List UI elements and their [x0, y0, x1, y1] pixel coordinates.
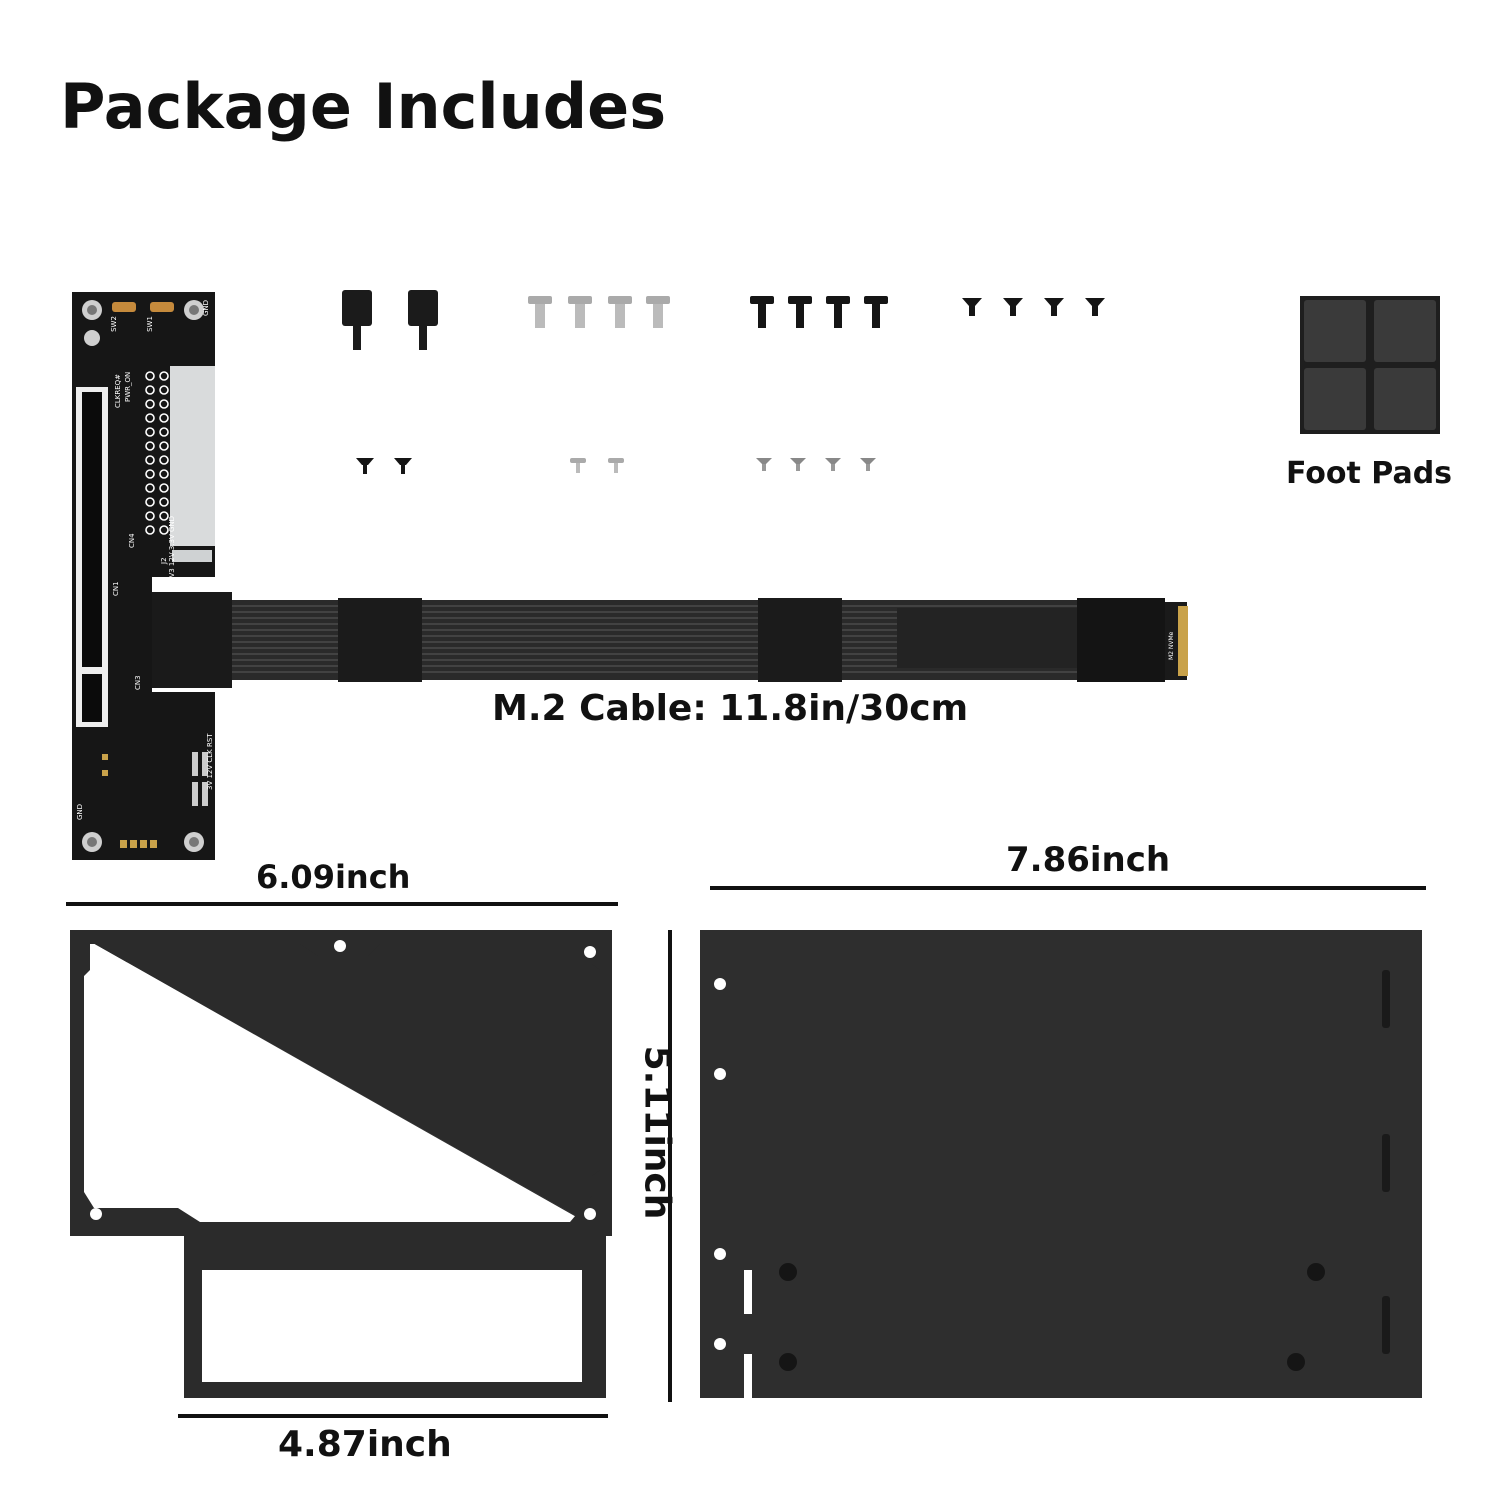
base-plate-icon: [700, 930, 1422, 1398]
thumbscrew-icon: [408, 290, 438, 350]
screw-icon: [825, 458, 841, 471]
foot-pad-icon: [1300, 296, 1440, 434]
screw-icon: [570, 458, 586, 473]
board-marking-clkreq: CLKREQ#: [114, 373, 122, 408]
screw-icon: [962, 298, 982, 316]
plate-width-line: [710, 886, 1426, 890]
board-marking-gnd-bottom: GND: [76, 803, 84, 820]
board-marking-cn3: CN3: [134, 675, 142, 690]
screw-icon: [1085, 298, 1105, 316]
board-marking-j2: J2: [160, 557, 168, 564]
screw-icon: [756, 458, 772, 471]
m2-cable-icon: [152, 592, 1188, 688]
plate-height-label: 5.11inch: [636, 1045, 678, 1220]
screw-icon: [394, 458, 412, 474]
board-marking-m2: M2 NVMe: [1168, 631, 1175, 660]
screw-icon: [646, 296, 670, 328]
board-marking-sw2: SW2: [109, 316, 118, 332]
plate-height-line: [668, 930, 672, 1402]
board-marking-pwr: PWR_ON: [124, 371, 132, 402]
screw-icon: [1044, 298, 1064, 316]
screw-icon: [568, 296, 592, 328]
screw-icon: [608, 458, 624, 473]
screw-icon: [864, 296, 888, 328]
screw-icon: [356, 458, 374, 474]
board-marking-gnd: GND: [202, 299, 211, 317]
screw-icon: [528, 296, 552, 328]
screw-icon: [860, 458, 876, 471]
board-marking-cn1: CN1: [112, 581, 120, 596]
board-marking-cn4: CN4: [128, 533, 136, 548]
screw-icon: [608, 296, 632, 328]
screw-icon: [1003, 298, 1023, 316]
screw-icon: [750, 296, 774, 328]
screw-icon: [826, 296, 850, 328]
screw-icon: [788, 296, 812, 328]
board-marking-leds: 3V 12V CLK RST: [206, 733, 214, 790]
bracket-frame-icon: [70, 930, 612, 1398]
screw-icon: [790, 458, 806, 471]
pcie-board-icon: [72, 292, 215, 860]
page-title: Package Includes: [60, 70, 667, 143]
thumbscrew-icon: [342, 290, 372, 350]
frame-bottom-width-label: 4.87inch: [278, 1424, 452, 1465]
foot-pads-label: Foot Pads: [1286, 456, 1453, 491]
frame-width-label: 6.09inch: [256, 858, 411, 896]
frame-bottom-width-line: [178, 1414, 608, 1418]
board-marking-rails: 3V3 12V 3.3V GND: [168, 515, 176, 582]
cable-label: M.2 Cable: 11.8in/30cm: [492, 688, 969, 729]
board-marking-sw1: SW1: [145, 316, 154, 332]
frame-width-line: [66, 902, 618, 906]
plate-width-label: 7.86inch: [1006, 840, 1171, 880]
